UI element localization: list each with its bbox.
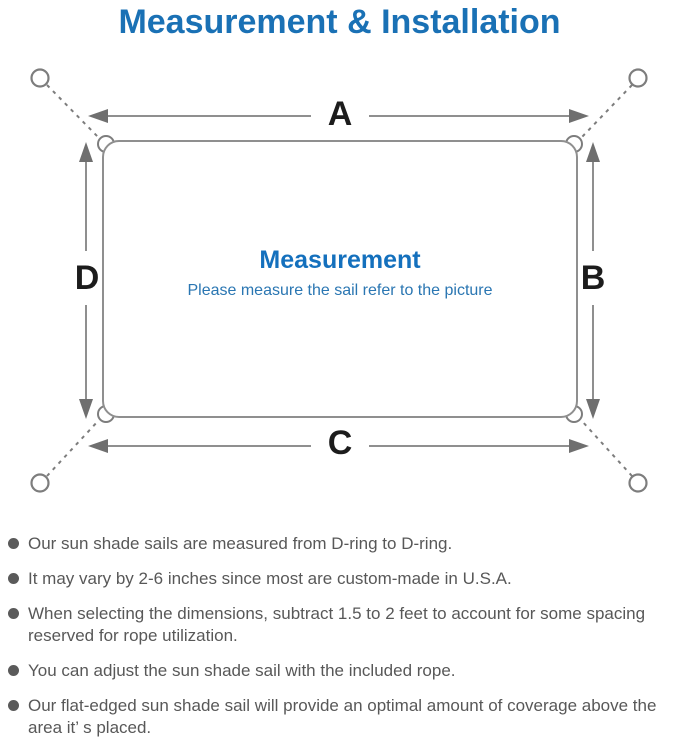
arrow-d-down: [79, 399, 93, 419]
note-text: You can adjust the sun shade sail with t…: [28, 661, 456, 680]
rope-top-right: [580, 84, 633, 139]
note-text: When selecting the dimensions, subtract …: [28, 604, 646, 645]
rope-bottom-right: [580, 419, 633, 477]
dim-label-a: A: [327, 95, 353, 133]
bullet-icon: [8, 538, 19, 549]
sail-outline: [102, 140, 578, 418]
dimension-lines: [85, 115, 594, 447]
bullet-icon: [8, 608, 19, 619]
list-item: You can adjust the sun shade sail with t…: [8, 660, 670, 682]
sail-center-caption: Measurement Please measure the sail refe…: [130, 245, 550, 301]
bullet-icon: [8, 700, 19, 711]
bullet-icon: [8, 573, 19, 584]
bullet-icon: [8, 665, 19, 676]
anchor-circle-bottom-right: [628, 473, 648, 493]
anchor-circle-bottom-left: [30, 473, 50, 493]
list-item: Our sun shade sails are measured from D-…: [8, 533, 670, 555]
anchor-points: [30, 68, 648, 493]
note-text: Our flat-edged sun shade sail will provi…: [28, 696, 657, 737]
list-item: When selecting the dimensions, subtract …: [8, 603, 670, 647]
dim-label-b: B: [580, 259, 606, 297]
arrow-d-up: [79, 142, 93, 162]
dim-label-c: C: [327, 424, 353, 462]
note-text: Our sun shade sails are measured from D-…: [28, 534, 453, 553]
arrow-c-left: [88, 439, 108, 453]
arrow-a-left: [88, 109, 108, 123]
arrow-a-right: [569, 109, 589, 123]
notes-list: Our sun shade sails are measured from D-…: [8, 533, 670, 739]
list-item: Our flat-edged sun shade sail will provi…: [8, 695, 670, 739]
arrow-b-down: [586, 399, 600, 419]
arrow-c-right: [569, 439, 589, 453]
list-item: It may vary by 2-6 inches since most are…: [8, 568, 670, 590]
dim-label-d: D: [74, 259, 100, 297]
measurement-subtitle: Please measure the sail refer to the pic…: [187, 282, 493, 299]
anchor-circle-top-left: [30, 68, 50, 88]
note-text: It may vary by 2-6 inches since most are…: [28, 569, 512, 588]
sail-measurement-diagram: [30, 68, 648, 493]
rope-top-left: [46, 84, 100, 139]
arrow-b-up: [586, 142, 600, 162]
dimension-arrowheads: [79, 109, 600, 453]
measurement-heading: Measurement: [259, 246, 421, 274]
anchor-circle-top-right: [628, 68, 648, 88]
page-title: Measurement & Installation: [118, 3, 561, 41]
corner-rope-lines: [46, 84, 633, 477]
rope-bottom-left: [46, 419, 100, 477]
